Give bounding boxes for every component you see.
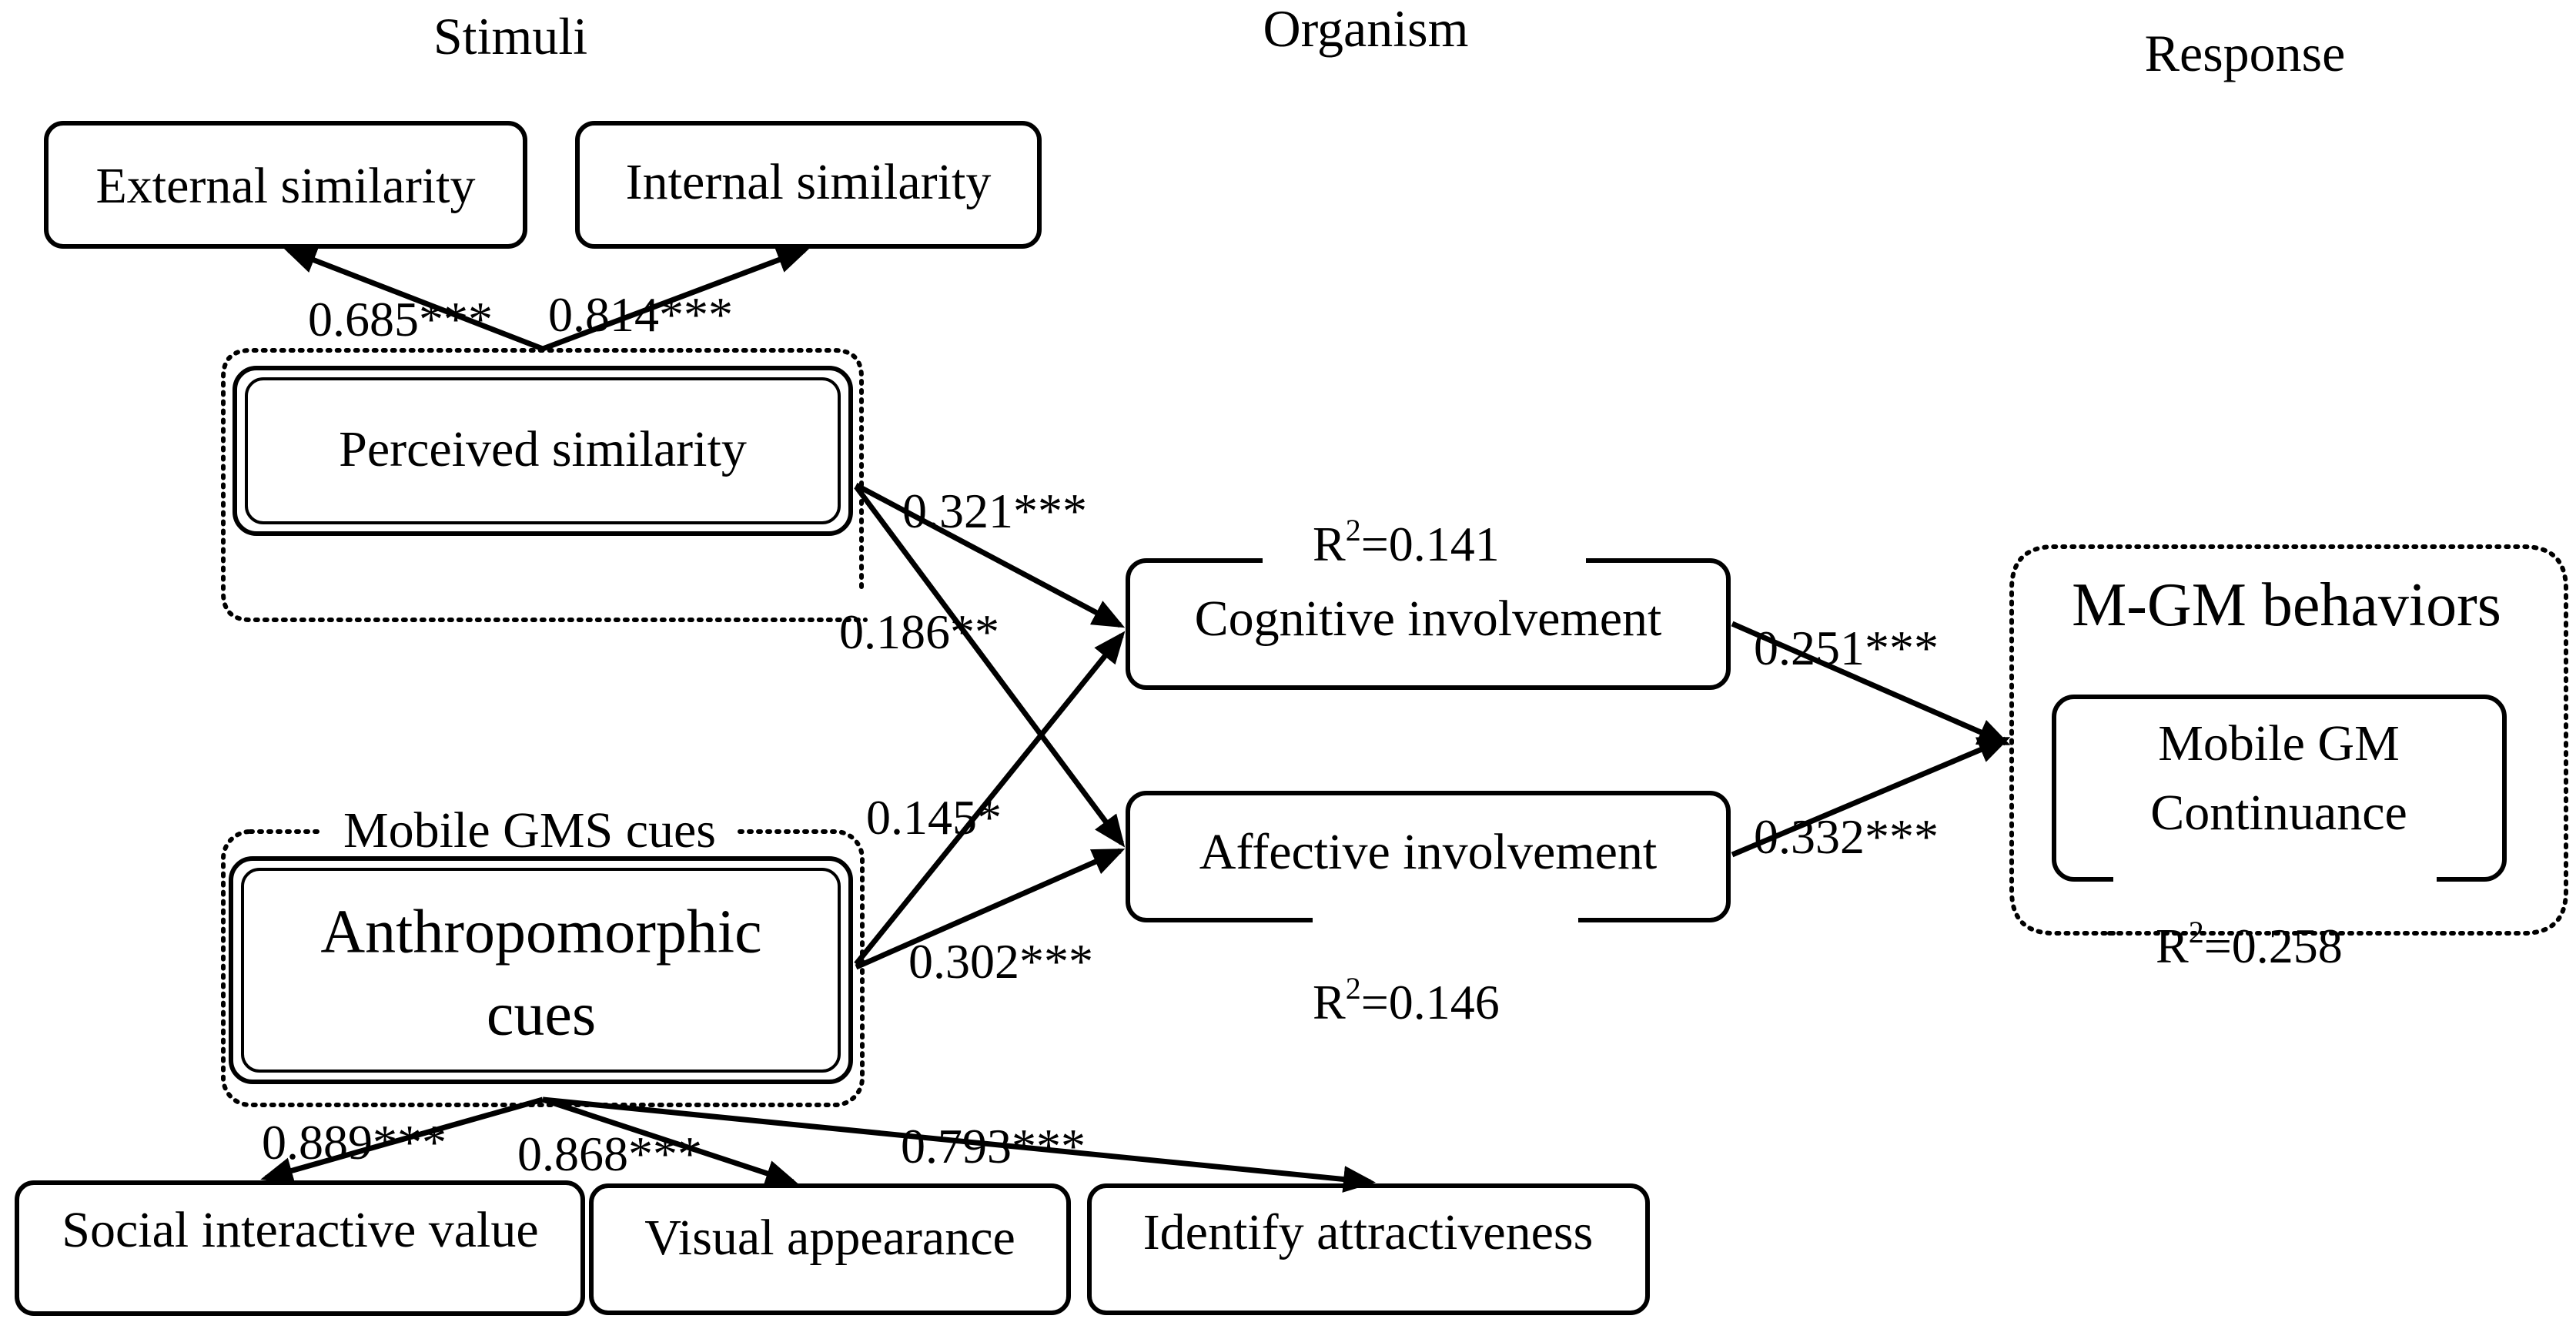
ac-to-cognitive-coef: 0.145*	[866, 790, 1002, 845]
anthropomorphic-cues-box: Anthropomorphic cues	[229, 856, 853, 1084]
cognitive-r2: R2=0.141	[1313, 513, 1500, 571]
affective-to-continuance-arrow	[1731, 736, 2011, 858]
response-heading: Response	[2145, 24, 2346, 82]
stimuli-heading: Stimuli	[433, 7, 587, 65]
external-loading-arrow	[283, 247, 544, 352]
external-similarity-box: External similarity	[44, 121, 527, 249]
visual-loading-arrow	[541, 1096, 798, 1187]
cognitive-involvement-label: Cognitive involvement	[1195, 591, 1662, 647]
visual-appearance-box: Visual appearance	[589, 1183, 1071, 1315]
anthropomorphic-label-line1: Anthropomorphic	[320, 898, 761, 966]
social-loading-coef: 0.889***	[262, 1115, 447, 1170]
ps-to-cognitive-arrow	[855, 482, 1126, 628]
external-similarity-label: External similarity	[95, 158, 475, 214]
identify-loading-coef: 0.793***	[901, 1119, 1086, 1173]
identify-loading-arrow	[542, 1096, 1376, 1193]
ps-to-cognitive-coef: 0.321***	[902, 484, 1087, 538]
ac-to-affective-arrow	[855, 848, 1126, 970]
visual-appearance-label: Visual appearance	[644, 1210, 1015, 1266]
affective-involvement-box: Affective involvement	[1126, 791, 1731, 928]
cognitive-to-continuance-arrow	[1731, 621, 2011, 746]
cognitive-involvement-box: Cognitive involvement	[1126, 553, 1731, 690]
m-gm-behaviors-group-border	[2009, 544, 2568, 936]
internal-loading-coef: 0.814***	[548, 287, 733, 342]
perceived-similarity-label: Perceived similarity	[339, 421, 747, 477]
continuance-label-line2: Continuance	[2150, 785, 2407, 841]
social-loading-arrow	[260, 1096, 544, 1184]
internal-similarity-box: Internal similarity	[575, 121, 1042, 249]
ps-to-affective-coef: 0.186**	[839, 604, 999, 659]
internal-similarity-label: Internal similarity	[626, 154, 992, 210]
external-loading-coef: 0.685***	[308, 292, 493, 346]
continuance-label-line1: Mobile GM	[2158, 715, 2400, 772]
mobile-gms-cues-group-border	[221, 829, 865, 1107]
social-interactive-value-box: Social interactive value	[15, 1180, 585, 1316]
anthropomorphic-label-line2: cues	[487, 980, 596, 1048]
m-gm-behaviors-label: M-GM behaviors	[2072, 571, 2501, 639]
perceived-similarity-box: Perceived similarity	[233, 366, 853, 536]
perceived-similarity-group-border	[221, 348, 868, 622]
cognitive-to-continuance-coef: 0.251***	[1754, 621, 1939, 675]
affective-r2: R2=0.146	[1313, 971, 1500, 1029]
affective-involvement-label: Affective involvement	[1199, 824, 1657, 880]
continuance-r2: R2=0.258	[2156, 915, 2343, 973]
social-interactive-value-label: Social interactive value	[62, 1202, 538, 1258]
identify-attractiveness-label: Identify attractiveness	[1143, 1204, 1594, 1260]
visual-loading-coef: 0.868***	[517, 1126, 702, 1181]
mobile-gms-cues-label: Mobile GMS cues	[343, 802, 716, 859]
ps-to-affective-arrow	[854, 484, 1126, 848]
ac-to-cognitive-arrow	[854, 631, 1126, 966]
ac-to-affective-coef: 0.302***	[908, 934, 1093, 989]
identify-attractiveness-box: Identify attractiveness	[1087, 1183, 1650, 1315]
affective-to-continuance-coef: 0.332***	[1754, 809, 1939, 864]
organism-heading: Organism	[1263, 0, 1469, 58]
internal-loading-arrow	[541, 246, 810, 352]
mobile-gm-continuance-box: Mobile GM Continuance	[2052, 695, 2507, 887]
